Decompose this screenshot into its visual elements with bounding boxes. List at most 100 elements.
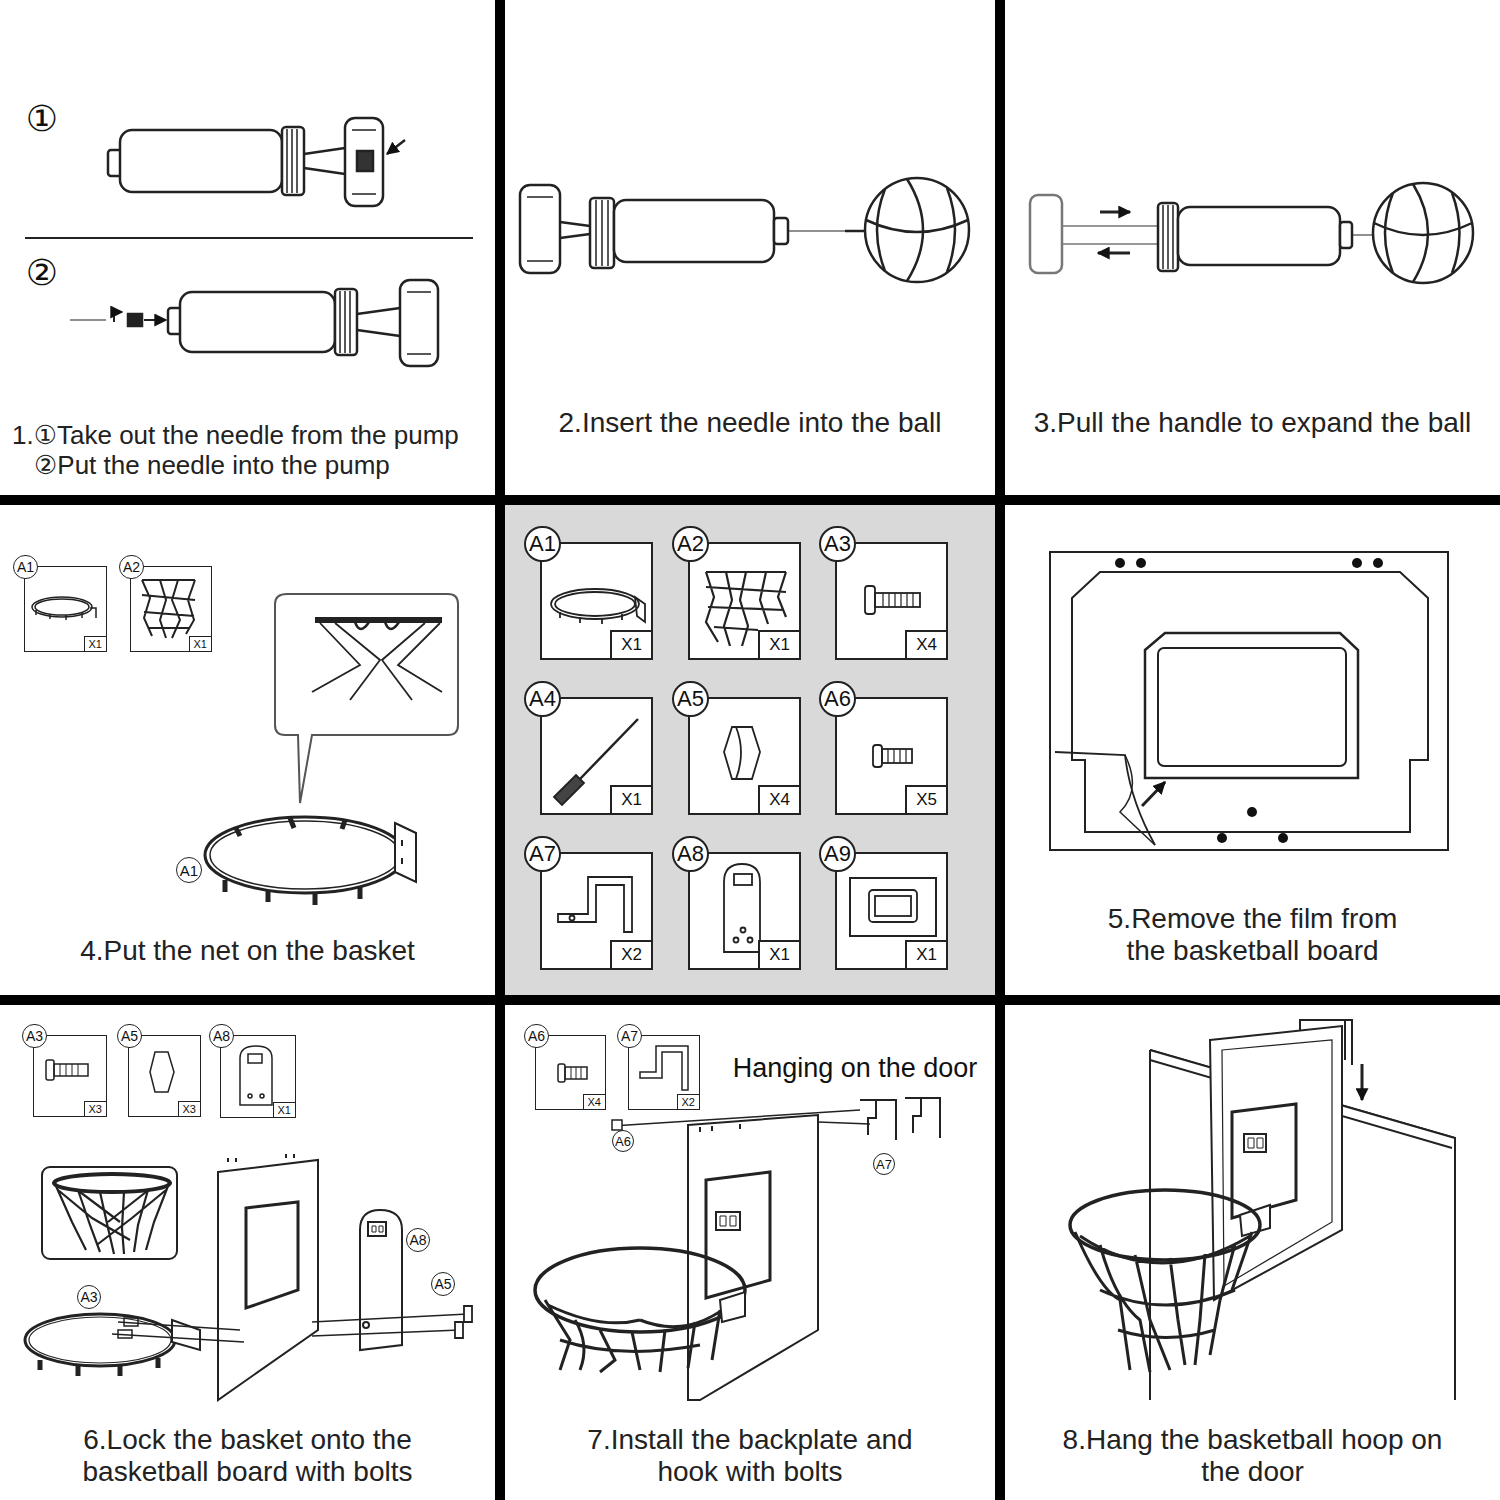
step-caption: 2.Insert the needle into the ball <box>559 407 942 439</box>
parts-list-art <box>734 938 739 943</box>
part-code: A6 <box>819 681 856 717</box>
part-thumbnails <box>571 1067 581 1079</box>
backboard-film <box>1142 782 1165 806</box>
parts-list-art <box>540 697 653 815</box>
parts-list-art <box>873 745 882 767</box>
part-box: A1X1 <box>24 566 107 652</box>
quantity: X4 <box>758 785 799 813</box>
parts-list-art <box>865 586 920 614</box>
part-box: A3X3 <box>33 1035 107 1117</box>
backboard-film <box>1115 558 1383 843</box>
backboard-film <box>1055 752 1155 845</box>
hoop-ring <box>401 840 403 864</box>
part-thumbnails <box>535 1035 700 1110</box>
panel-grid <box>505 505 995 995</box>
parts-list-art <box>888 749 906 763</box>
parts-list-art <box>558 877 632 932</box>
part-thumbnails <box>260 1094 264 1098</box>
pump-and-ball <box>788 230 850 231</box>
parts-list-art <box>580 719 638 779</box>
pump-drawing <box>180 292 335 352</box>
door-mounting <box>1244 1134 1266 1152</box>
part-code: A8 <box>672 836 709 872</box>
quantity: X4 <box>905 630 946 658</box>
part-thumbnails <box>35 599 89 615</box>
pump-and-ball <box>1100 211 1130 214</box>
part-box: A6X5 <box>835 697 948 815</box>
part-code: A7 <box>617 1024 642 1048</box>
parts-list-art <box>724 864 760 952</box>
part-thumbnails <box>130 566 212 652</box>
parts-list-art <box>554 775 584 805</box>
hoop-ring <box>395 823 416 882</box>
part-box: A7X2 <box>540 852 653 970</box>
quantity: X1 <box>758 630 799 658</box>
part-thumbnails <box>150 1052 174 1092</box>
pump-drawing <box>70 319 106 320</box>
part-thumbnails <box>248 1054 262 1063</box>
part-thumbnails <box>54 1064 88 1076</box>
step-caption: 4.Put the net on the basket <box>80 935 415 967</box>
parts-list-art <box>734 874 752 885</box>
callout-number: A3 <box>77 1285 101 1309</box>
door-mounting <box>1248 1138 1263 1148</box>
part-code: A3 <box>22 1024 47 1048</box>
pump-and-ball <box>1373 183 1473 283</box>
pump-drawing <box>357 151 373 171</box>
panel-grid <box>1005 1005 1500 1500</box>
quantity: X5 <box>905 785 946 813</box>
assembly-drawing <box>56 1186 168 1254</box>
assembly-drawing <box>720 1216 736 1226</box>
net-callout-bubble <box>315 617 442 623</box>
pump-and-ball <box>1413 184 1428 282</box>
callout-number: A5 <box>431 1272 455 1296</box>
assembly-drawing <box>368 1222 386 1236</box>
quantity: X3 <box>178 1101 200 1116</box>
pump-and-ball <box>560 222 590 238</box>
pump-drawing <box>407 292 431 354</box>
part-code: A7 <box>524 836 561 872</box>
part-box: A8X1 <box>220 1035 296 1118</box>
pump-drawing <box>352 130 376 194</box>
hoop-ring <box>205 817 405 893</box>
pump-drawing <box>287 129 297 193</box>
part-thumbnails <box>24 566 107 652</box>
part-box: A1X1 <box>540 542 653 660</box>
part-box: A5X3 <box>128 1035 201 1117</box>
pump-and-ball <box>1452 193 1460 273</box>
assembly-drawing <box>818 1122 870 1124</box>
parts-list-art <box>724 727 760 779</box>
part-box: A6X4 <box>535 1035 606 1110</box>
part-code: A5 <box>117 1024 142 1048</box>
step-caption: 5.Remove the film from the basketball bo… <box>1085 903 1420 967</box>
assembly-drawing <box>363 1322 369 1328</box>
parts-list-art <box>688 542 801 660</box>
backboard-film <box>1373 558 1383 568</box>
step-caption: 8.Hang the basketball hoop on the door <box>1063 1424 1443 1488</box>
pump-and-ball <box>1163 205 1173 269</box>
step-caption: 3.Pull the handle to expand the ball <box>1034 407 1471 439</box>
part-thumbnails <box>558 1064 565 1082</box>
part-thumbnails <box>46 1060 54 1080</box>
quantity: X2 <box>610 940 651 968</box>
part-thumbnails <box>565 1067 587 1079</box>
pump-and-ball <box>520 185 560 273</box>
part-code: A8 <box>209 1024 234 1048</box>
step-caption: 7.Install the backplate and hook with bo… <box>583 1424 918 1488</box>
callout-number: A7 <box>873 1153 895 1175</box>
assembly-drawing <box>706 1172 770 1298</box>
quantity: X1 <box>84 636 106 651</box>
parts-list-art <box>875 593 920 607</box>
quantity: X1 <box>610 785 651 813</box>
part-thumbnails <box>33 1035 107 1117</box>
part-box: A3X4 <box>835 542 948 660</box>
part-box: A5X4 <box>688 697 801 815</box>
assembly-drawing <box>535 1248 745 1332</box>
quantity: X1 <box>758 940 799 968</box>
pump-and-ball <box>1374 223 1472 235</box>
assembly-drawing <box>612 1120 622 1130</box>
step-panel: 5.Remove the film from the basketball bo… <box>1005 505 1500 995</box>
